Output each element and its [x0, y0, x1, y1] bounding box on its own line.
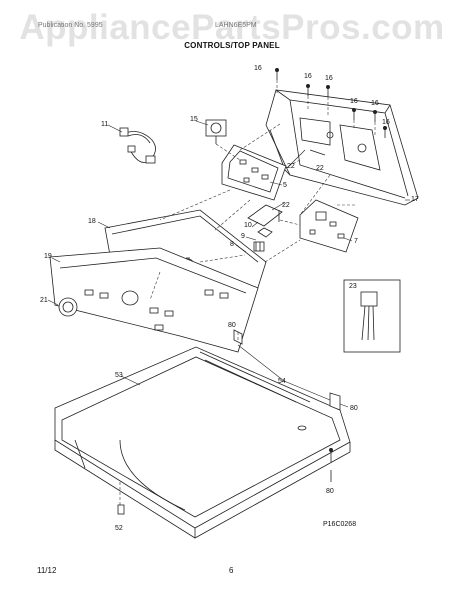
bracket-parts[interactable] — [117, 329, 341, 515]
callout-10: 10 — [244, 222, 252, 229]
callout-8: 8 — [230, 241, 234, 248]
page-number: 6 — [229, 566, 234, 575]
callout-16: 16 — [254, 65, 262, 72]
screw-parts[interactable] — [274, 68, 387, 138]
callout-52: 52 — [115, 525, 123, 532]
overlay-panel-part[interactable] — [49, 247, 259, 353]
callout-16: 16 — [371, 100, 379, 107]
model-number: LAHN6E5PM — [215, 22, 257, 29]
inset-label: 23 — [349, 283, 357, 290]
console-rear-part[interactable] — [265, 89, 419, 206]
callout-19: 19 — [44, 253, 52, 260]
callout-5: 5 — [283, 182, 287, 189]
callout-16: 16 — [325, 75, 333, 82]
leader-lines — [47, 120, 410, 408]
wire-harness-part[interactable] — [119, 127, 156, 164]
callout-80: 80 — [228, 322, 236, 329]
publication-number: Publication No. 5995 — [38, 22, 103, 29]
footer-date: 11/12 — [37, 566, 57, 575]
callout-22: 22 — [287, 163, 295, 170]
callout-80: 80 — [326, 488, 334, 495]
callout-11: 11 — [101, 121, 108, 128]
inset-part-23[interactable] — [343, 279, 401, 353]
knob-part[interactable] — [58, 297, 78, 317]
callout-53: 53 — [115, 372, 123, 379]
callout-21: 21 — [40, 297, 48, 304]
callout-22: 22 — [282, 202, 290, 209]
callout-54: 54 — [278, 378, 286, 385]
drawing-code: P16C0268 — [323, 521, 356, 528]
assembly-lines — [119, 80, 376, 505]
callout-18: 18 — [88, 218, 96, 225]
callout-80: 80 — [350, 405, 358, 412]
callout-16: 16 — [304, 73, 312, 80]
callout-labels: 16 16 16 16 16 16 11 15 22 22 22 5 17 10… — [40, 65, 419, 532]
selector-switch-part[interactable] — [205, 119, 227, 144]
callout-9: 9 — [241, 233, 245, 240]
callout-22: 22 — [316, 165, 324, 172]
callout-17: 17 — [411, 196, 419, 203]
watermark-logo: AppliancePartsPros.com — [19, 8, 445, 47]
callout-15: 15 — [190, 116, 198, 123]
callout-16: 16 — [350, 98, 358, 105]
control-board-part[interactable] — [221, 144, 287, 201]
page-title: CONTROLS/TOP PANEL — [184, 41, 280, 50]
top-panel-part[interactable] — [54, 346, 351, 539]
callout-16: 16 — [382, 119, 390, 126]
main-control-board-part[interactable] — [299, 199, 359, 253]
callout-7: 7 — [354, 238, 358, 245]
